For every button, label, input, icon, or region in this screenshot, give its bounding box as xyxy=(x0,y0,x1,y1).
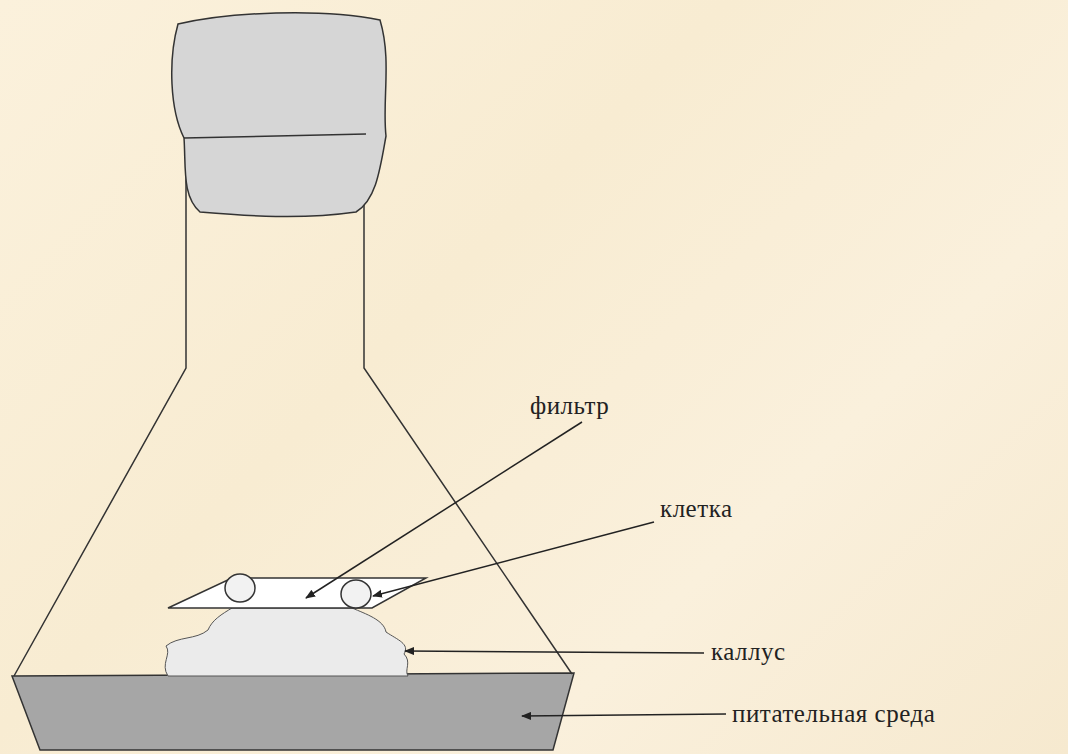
part-label: клетка xyxy=(660,495,733,523)
cell xyxy=(341,580,371,608)
leader-line xyxy=(405,651,704,653)
cell xyxy=(225,574,255,602)
leader-line xyxy=(522,714,726,716)
leader-line xyxy=(373,522,654,596)
part-label: питательная среда xyxy=(732,700,935,728)
part-label: каллус xyxy=(711,638,786,666)
callus xyxy=(165,608,408,676)
stopper-edge xyxy=(184,134,366,138)
nutrient-medium xyxy=(12,673,574,750)
flask-wall xyxy=(14,138,186,676)
stopper xyxy=(172,13,386,217)
leader-line xyxy=(306,422,582,598)
part-label: фильтр xyxy=(530,392,609,420)
